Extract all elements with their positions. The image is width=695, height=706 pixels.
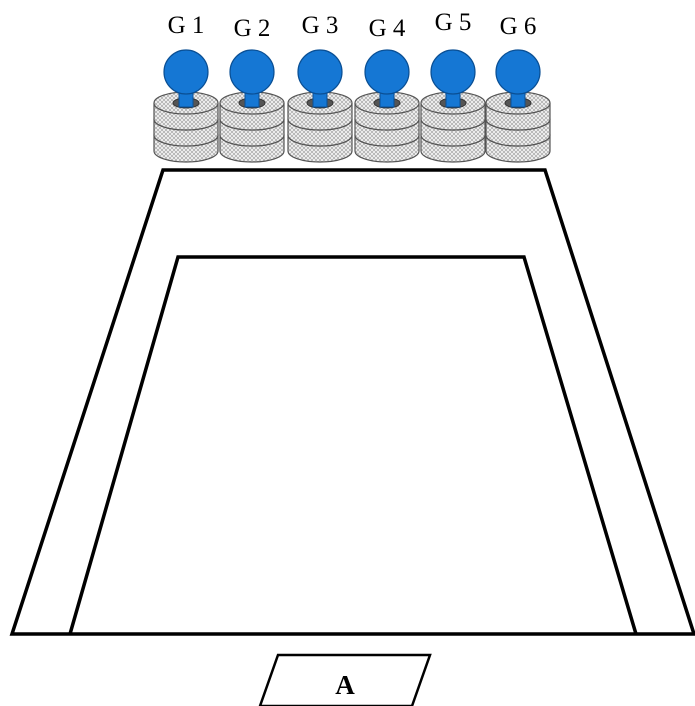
gate-ball xyxy=(229,49,275,95)
gate-label: G 2 xyxy=(234,15,271,42)
gate-1: G 1 xyxy=(153,12,219,163)
gate-ball xyxy=(495,49,541,95)
gate-2: G 2 xyxy=(219,15,285,163)
gate-5: G 5 xyxy=(420,9,486,163)
gate-ball xyxy=(163,49,209,95)
gate-label: G 5 xyxy=(435,9,472,36)
start-box-label: A xyxy=(335,670,355,700)
inner-field-boundary xyxy=(68,255,638,635)
gate-label: G 6 xyxy=(500,13,537,40)
gate-label: G 3 xyxy=(302,12,339,39)
gate-label: G 4 xyxy=(369,15,406,42)
gate-6: G 6 xyxy=(485,13,551,163)
gate-4: G 4 xyxy=(354,15,420,163)
gate-label: G 1 xyxy=(168,12,205,39)
gate-ball xyxy=(297,49,343,95)
gates-group: G 1 G 2 G 3 G 4 G 5 G 6 xyxy=(153,9,551,163)
gate-ball xyxy=(430,49,476,95)
outer-field-boundary xyxy=(9,168,695,636)
gate-ball xyxy=(364,49,410,95)
gate-3: G 3 xyxy=(287,12,353,163)
start-box xyxy=(258,653,432,706)
